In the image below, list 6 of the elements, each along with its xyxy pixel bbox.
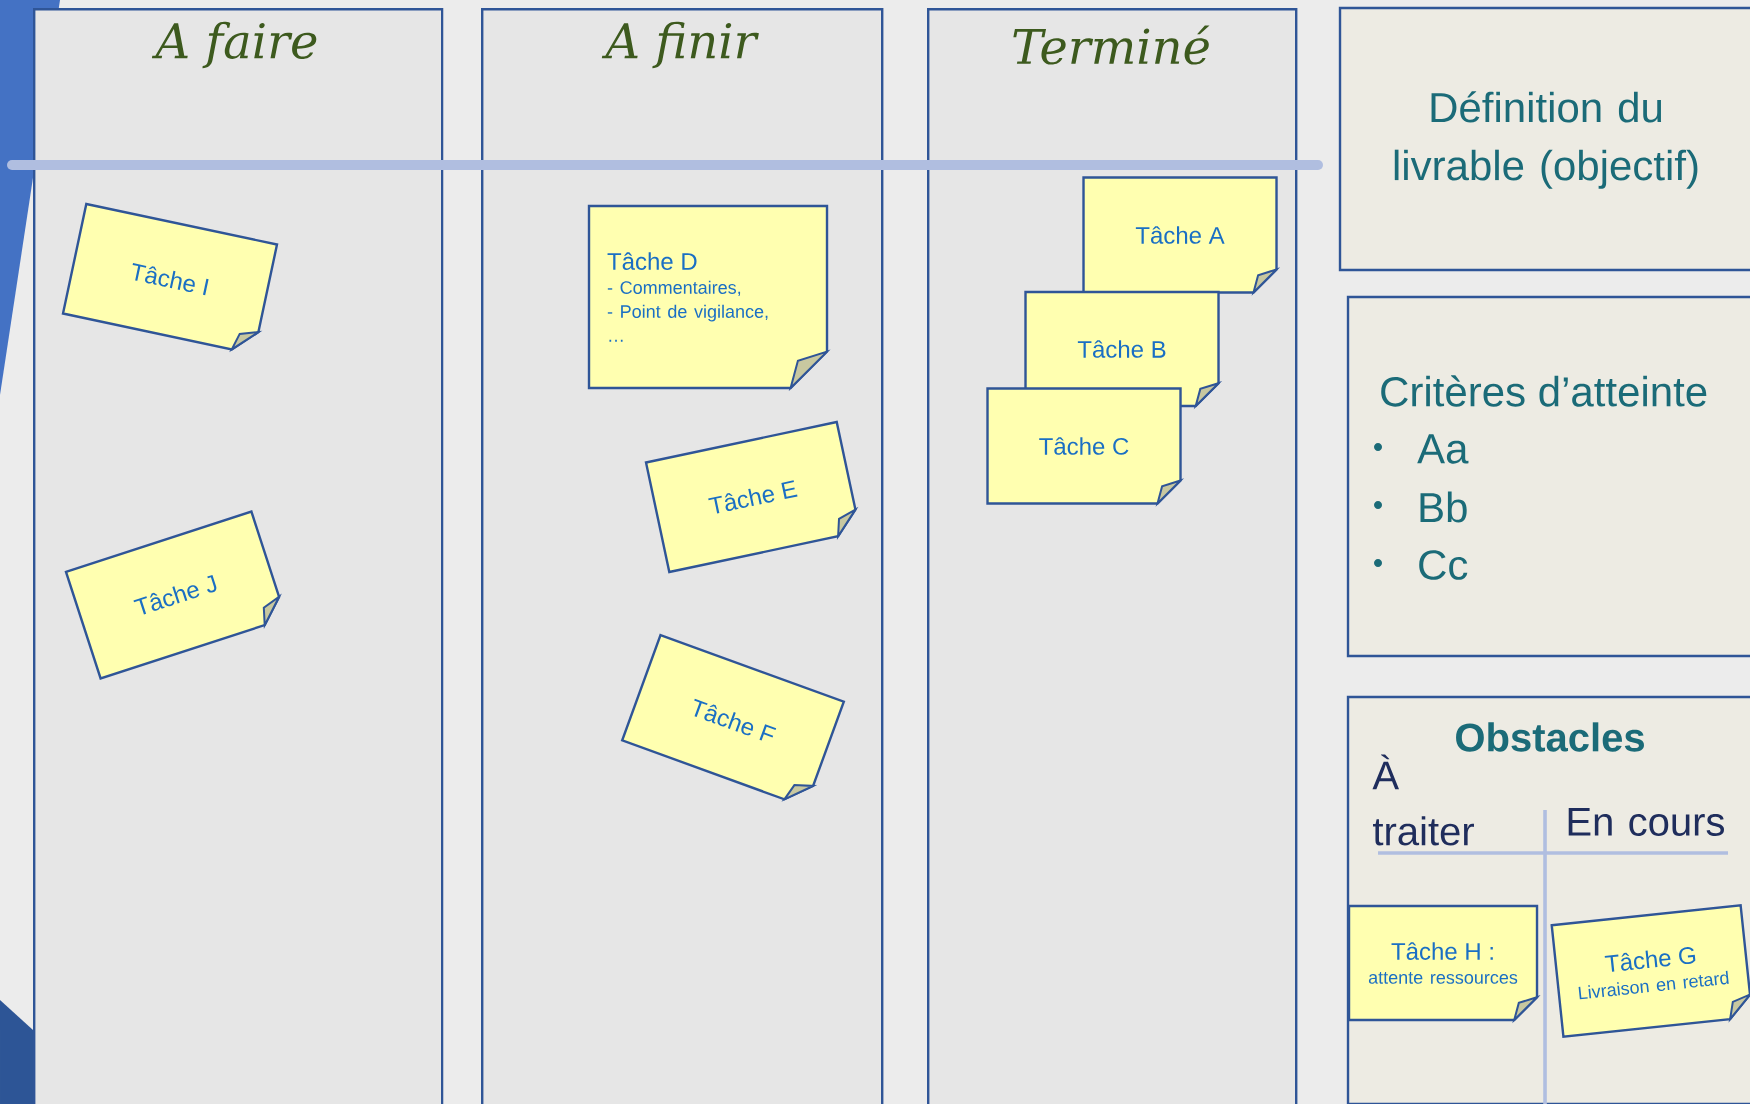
- sticky-note: Tâche G Livraison en retard: [1550, 904, 1750, 1038]
- info-panel: Définition du livrable (objectif): [1338, 6, 1750, 272]
- info-panel: Critères d’atteinte Aa Bb Cc: [1346, 295, 1750, 658]
- column-heading: En cours: [1568, 808, 1724, 836]
- column-heading: À traiter: [1372, 754, 1474, 846]
- sticky-note: Tâche I: [61, 202, 279, 353]
